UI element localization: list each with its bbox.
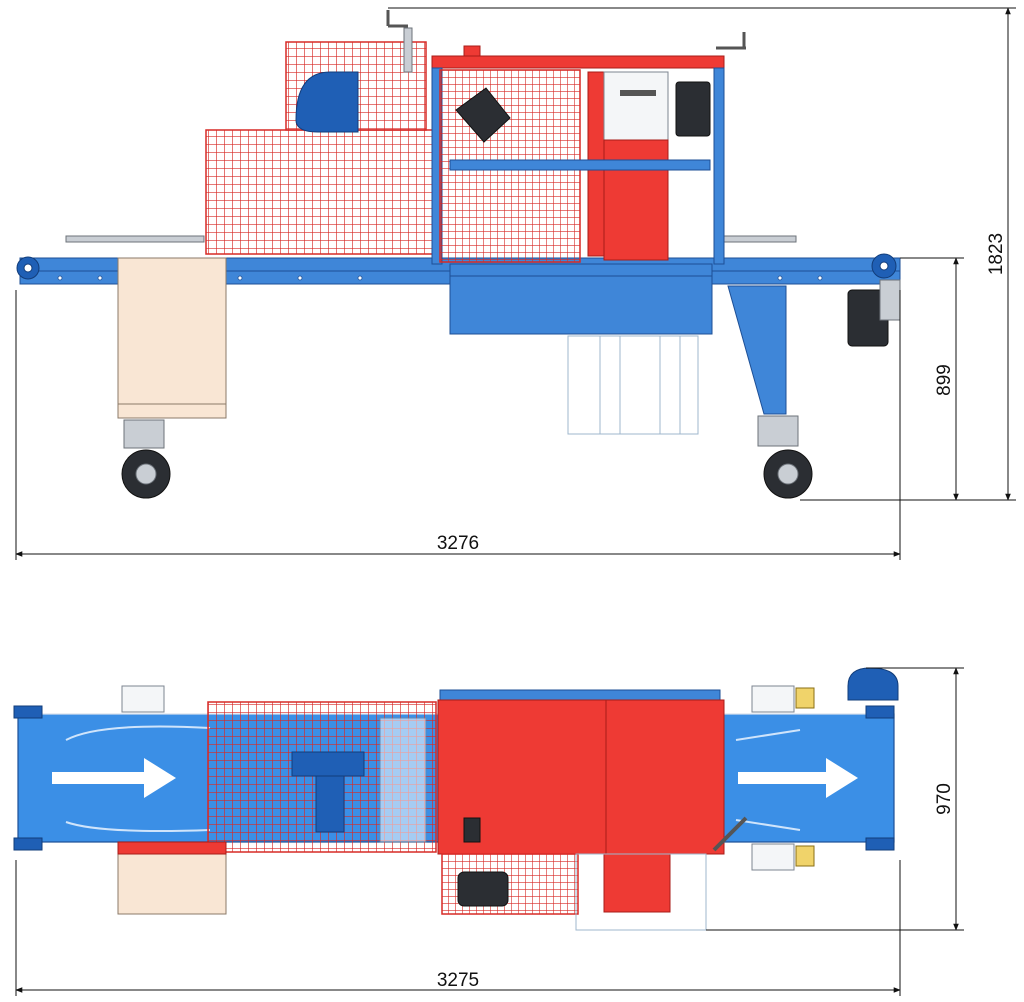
motor-angled <box>455 87 511 143</box>
red-door-lower <box>603 853 671 913</box>
dimension-width: 970 <box>706 667 964 931</box>
central-machine <box>431 45 725 335</box>
red-cabinet-top <box>437 699 725 855</box>
blower-housing <box>295 71 359 133</box>
dimension-overall-height: 1823 <box>388 7 1016 501</box>
dimension-top-length: 3275 <box>15 860 901 996</box>
motor-lower <box>457 871 509 907</box>
red-door <box>603 139 669 261</box>
dim-label-overall-height: 1823 <box>986 233 1007 275</box>
switch-box <box>463 817 481 843</box>
side-view: 3276 1823 899 <box>15 7 1016 560</box>
electrical-cabinet <box>117 257 227 419</box>
hand-crank-right <box>716 32 746 50</box>
dimension-side-length: 3276 <box>15 290 901 560</box>
caster-right <box>757 415 813 499</box>
machine-base <box>449 263 713 335</box>
dimension-conveyor-height: 899 <box>900 257 964 501</box>
guide-bar-left <box>65 235 205 243</box>
direction-arrow-right <box>738 758 858 798</box>
mesh-guard-left <box>205 41 435 255</box>
direction-arrow-left <box>52 758 176 798</box>
drive-motor-top <box>847 667 899 701</box>
control-panel <box>603 71 669 141</box>
hand-crank-left <box>386 10 413 73</box>
electrical-cabinet-top <box>117 851 227 915</box>
guide-bar-right <box>721 235 797 243</box>
crank-handle-top <box>712 816 748 852</box>
dim-label-top-length: 3275 <box>437 970 479 991</box>
lower-frame-outline <box>567 335 699 435</box>
guide-block-left-top <box>121 685 165 713</box>
rail-holes <box>57 275 823 281</box>
top-view: 3275 970 <box>13 667 964 996</box>
dim-label-side-length: 3276 <box>437 533 479 554</box>
dim-label-width: 970 <box>934 783 955 815</box>
guide-block-right-bottom <box>751 843 795 871</box>
dim-label-conveyor-height: 899 <box>934 364 955 396</box>
blower-top <box>291 751 365 777</box>
guide-block-right-top <box>751 685 795 713</box>
cabinet-rail-top <box>439 689 721 701</box>
pulley-top-left-a <box>13 705 43 719</box>
pulley-top-left-b <box>13 837 43 851</box>
caster-left <box>121 419 171 499</box>
motor-top <box>675 81 711 137</box>
support-leg-right <box>727 285 787 415</box>
machine-top-cover <box>431 55 725 69</box>
lower-frame-top-outline <box>575 853 707 931</box>
